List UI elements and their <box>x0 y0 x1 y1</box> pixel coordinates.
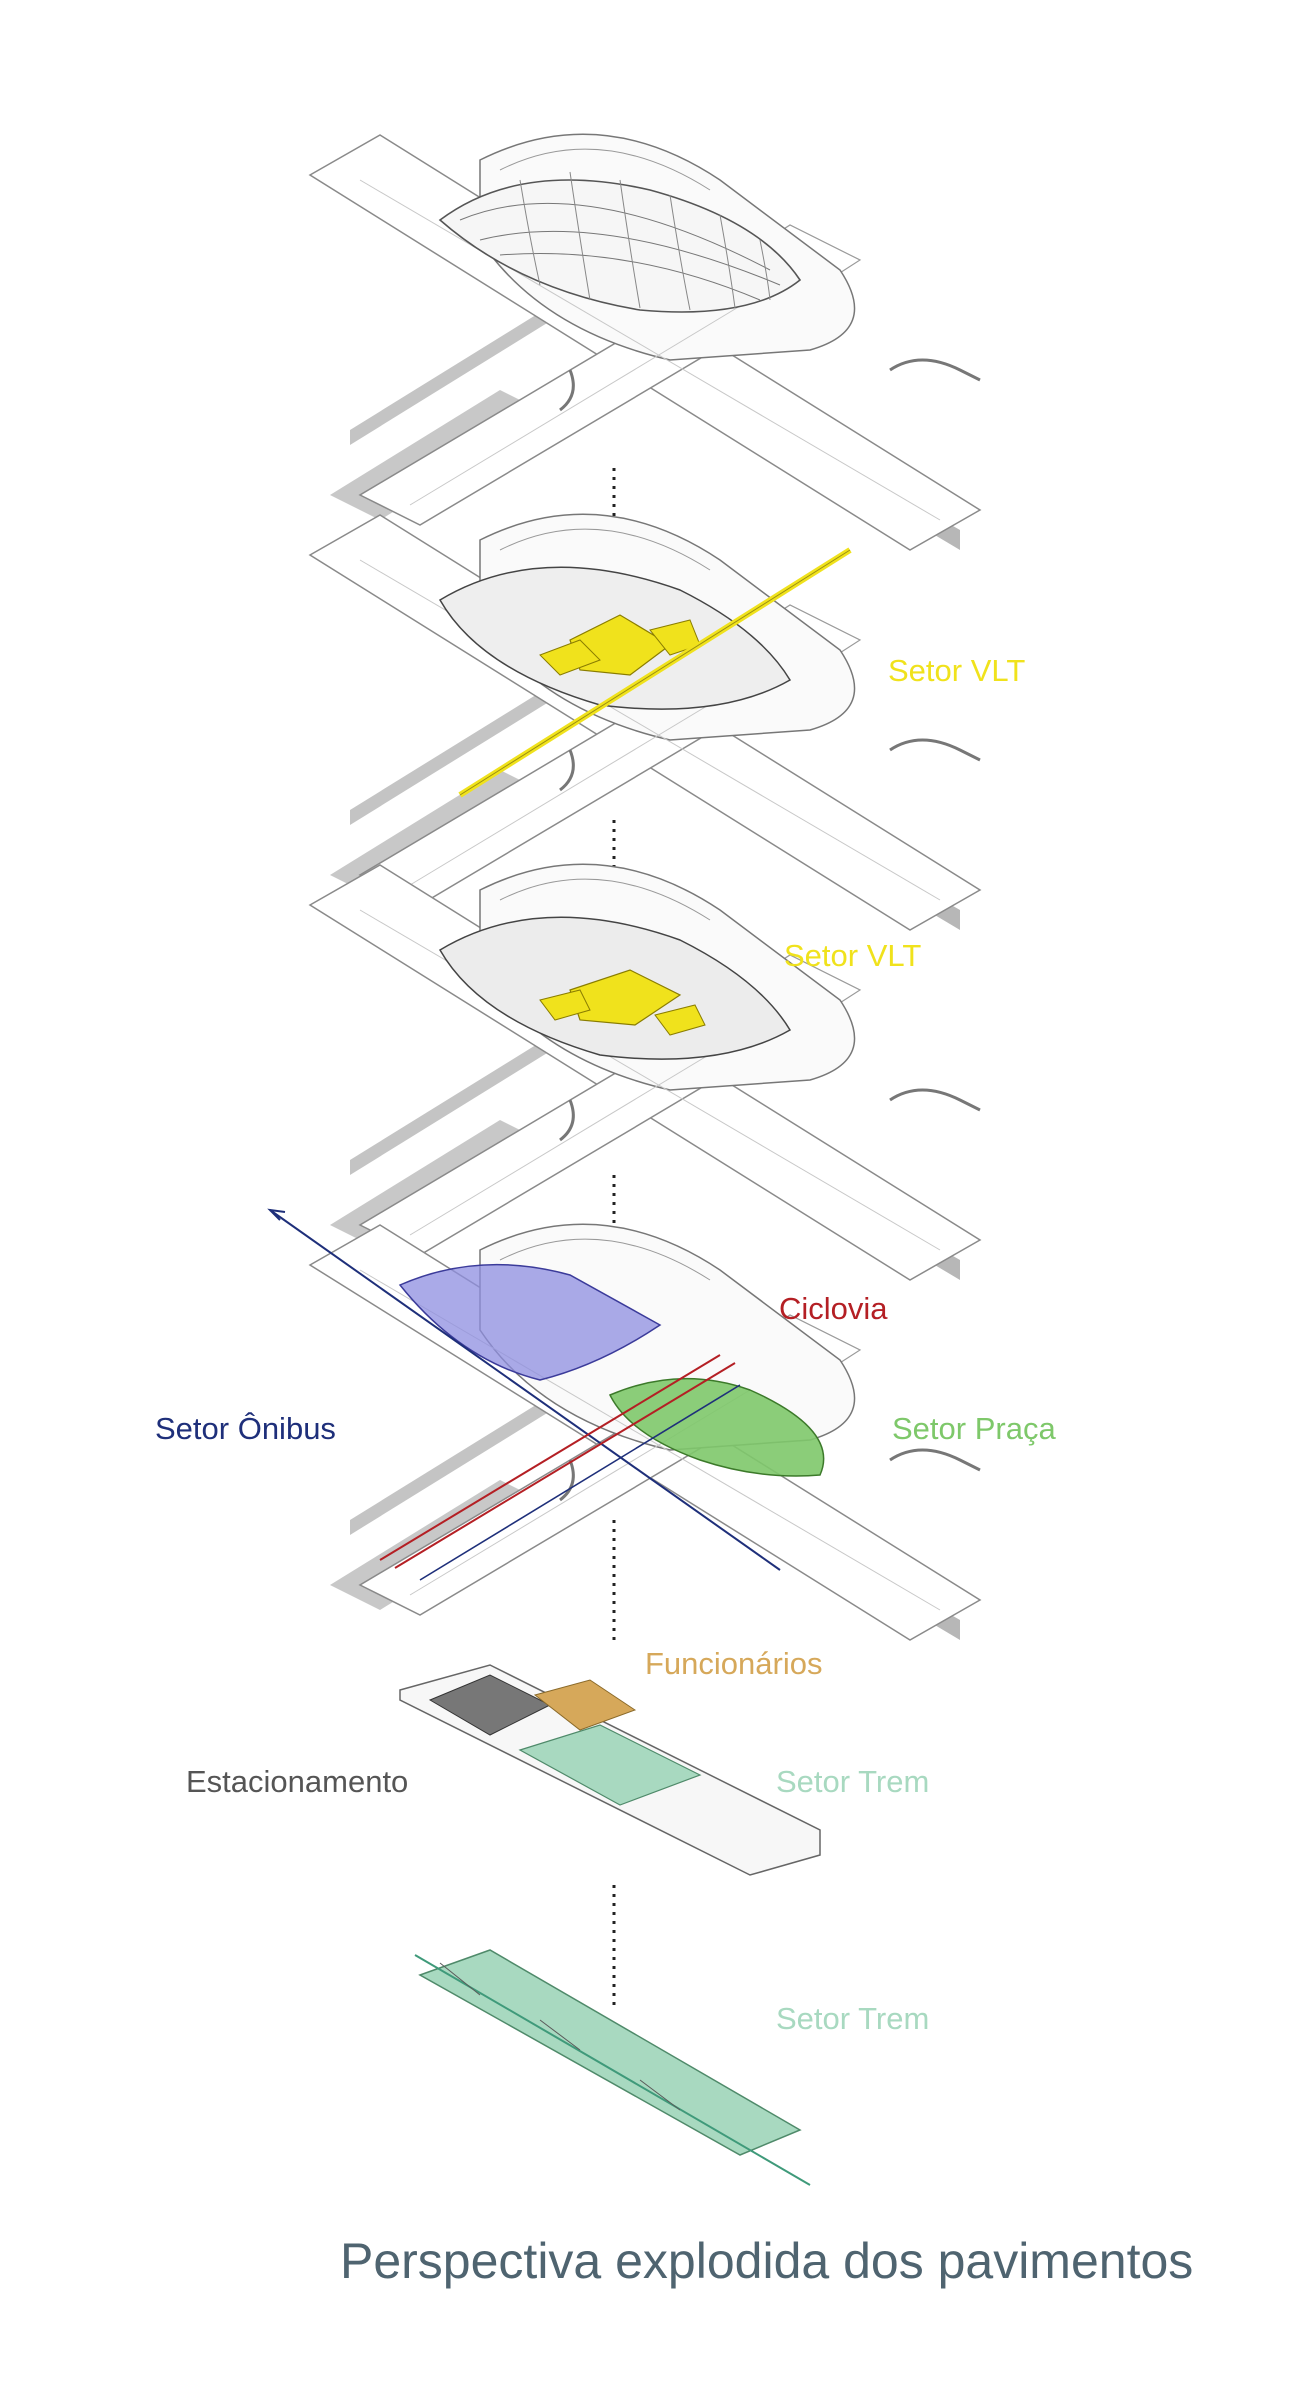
level-ground <box>267 1208 982 1642</box>
label-setor-onibus: Setor Ônibus <box>155 1411 336 1446</box>
label-estacionamento: Estacionamento <box>186 1764 409 1799</box>
label-setor-vlt-lower: Setor VLT <box>784 938 922 973</box>
label-funcionarios: Funcionários <box>645 1646 823 1681</box>
level-train <box>414 1949 811 2186</box>
level-vlt-upper <box>308 512 982 932</box>
level-roof <box>308 132 982 552</box>
level-vlt-lower <box>308 862 982 1282</box>
level-parking <box>399 1664 821 1876</box>
label-ciclovia: Ciclovia <box>779 1291 888 1326</box>
label-setor-praca: Setor Praça <box>892 1411 1056 1446</box>
label-setor-trem-lower: Setor Trem <box>776 2001 930 2036</box>
label-setor-vlt-upper: Setor VLT <box>888 653 1026 688</box>
diagram-title: Perspectiva explodida dos pavimentos <box>340 2233 1194 2289</box>
label-setor-trem-upper: Setor Trem <box>776 1764 930 1799</box>
